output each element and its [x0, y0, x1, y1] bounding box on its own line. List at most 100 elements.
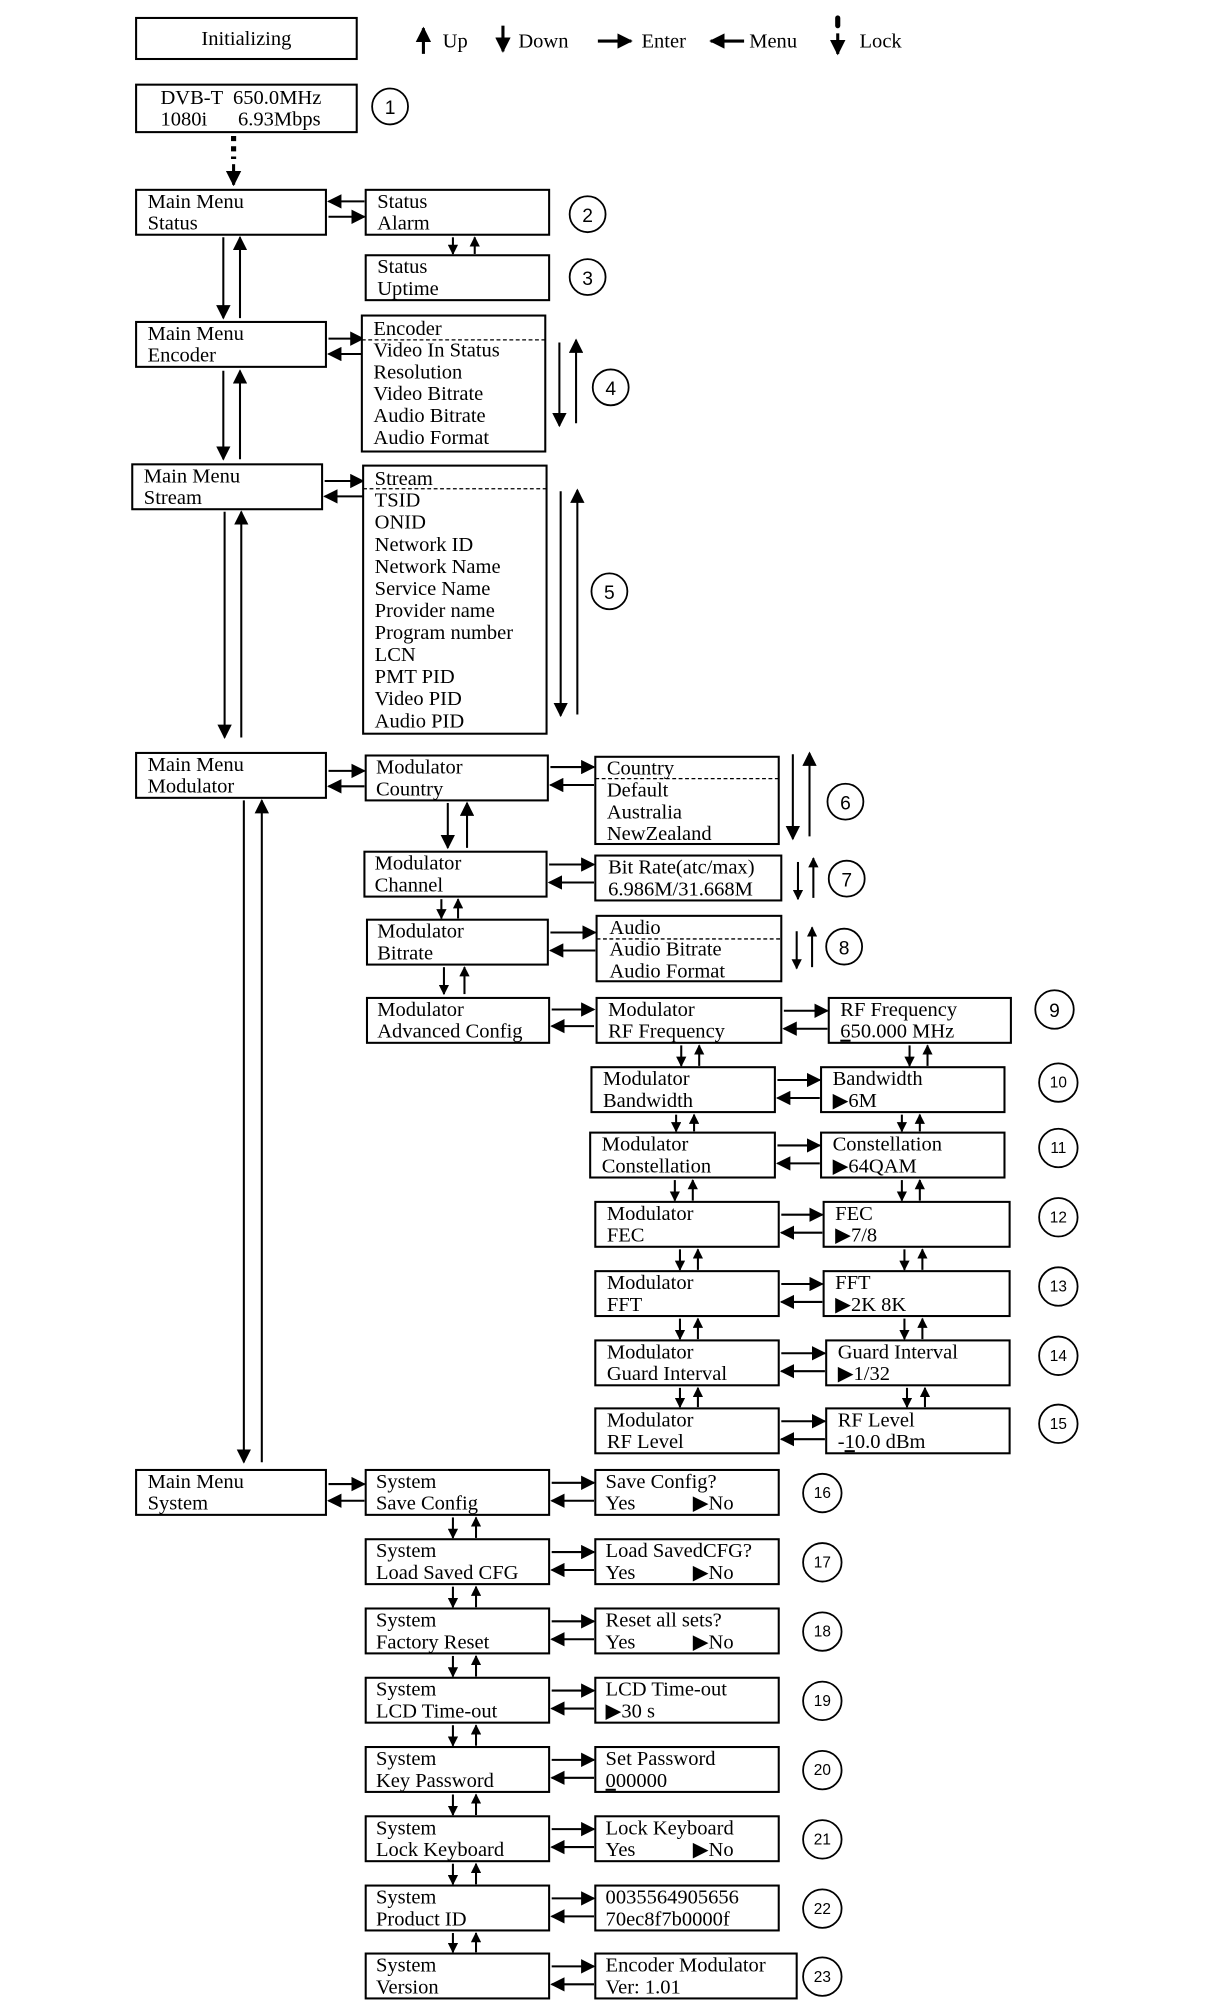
- option-left: Yes: [606, 1562, 636, 1584]
- badge-17: 17: [814, 1554, 831, 1571]
- setting-title: Lock Keyboard: [606, 1817, 734, 1839]
- encoder-list-item: Video Bitrate: [373, 383, 483, 405]
- setting-value: ▶7/8: [835, 1225, 877, 1247]
- option-left: Ver: 1.01: [606, 1976, 681, 1998]
- badge-16: 16: [814, 1485, 831, 1502]
- system-value-screen[interactable]: Load SavedCFG?Yes ▶No: [594, 1538, 780, 1586]
- menu-line2: RF Level: [607, 1431, 684, 1453]
- stream-list-item: Program number: [375, 622, 514, 644]
- setting-value-screen[interactable]: Guard Interval▶1/32: [825, 1339, 1011, 1387]
- menu-line1: System: [376, 1540, 436, 1562]
- setting-title: 0035564905656: [606, 1887, 739, 1909]
- main-menu-modulator-line1: Main Menu: [148, 754, 244, 776]
- main-menu-stream[interactable]: Main Menu Stream: [131, 463, 324, 511]
- setting-value: -10.0 dBm: [838, 1431, 926, 1453]
- bitrate-list-item: Audio Format: [609, 960, 725, 982]
- main-menu-system-line2: System: [148, 1493, 208, 1515]
- setting-title: Load SavedCFG?: [606, 1540, 752, 1562]
- badge-19: 19: [814, 1693, 831, 1710]
- modulator-country[interactable]: Modulator Country: [364, 754, 549, 802]
- setting-value-screen[interactable]: RF Level-10.0 dBm: [825, 1407, 1011, 1455]
- system-value-screen[interactable]: Reset all sets?Yes▶No: [594, 1607, 780, 1655]
- system-value-screen[interactable]: LCD Time-out▶30 s: [594, 1676, 780, 1724]
- main-menu-modulator-line2: Modulator: [148, 776, 235, 798]
- modulator-country-line2: Country: [376, 778, 444, 800]
- edit-cursor: 6: [840, 1021, 850, 1043]
- badge-2: 2: [582, 206, 593, 227]
- main-menu-system[interactable]: Main Menu System: [135, 1468, 327, 1516]
- menu-line1: Modulator: [602, 1134, 689, 1156]
- setting-value-screen[interactable]: Bandwidth▶6M: [820, 1066, 1006, 1114]
- main-menu-stream-line2: Stream: [144, 487, 202, 509]
- modulator-channel[interactable]: Modulator Channel: [363, 850, 548, 898]
- main-menu-modulator[interactable]: Main Menu Modulator: [135, 751, 327, 799]
- main-menu-status-line2: Status: [148, 213, 198, 235]
- bitrate-list-item: Audio Bitrate: [609, 939, 721, 961]
- option-right: ▶No: [693, 1562, 734, 1584]
- legend-lock-label: Lock: [860, 30, 903, 52]
- menu-line1: Modulator: [607, 1341, 694, 1363]
- modulator-bitrate[interactable]: Modulator Bitrate: [365, 918, 549, 966]
- main-menu-encoder[interactable]: Main Menu Encoder: [135, 320, 327, 368]
- legend-down-label: Down: [518, 30, 568, 52]
- encoder-list-item: Audio Bitrate: [373, 405, 485, 427]
- menu-line2: Lock Keyboard: [376, 1839, 504, 1861]
- status-alarm-line1: Status: [377, 191, 427, 213]
- setting-title: RF Frequency: [840, 999, 958, 1021]
- encoder-list-item: Video In Status: [373, 340, 499, 362]
- modulator-advanced-config[interactable]: Modulator Advanced Config: [365, 996, 551, 1044]
- setting-value-screen[interactable]: FEC▶7/8: [822, 1200, 1011, 1248]
- option-left: Yes: [606, 1839, 636, 1861]
- menu-line2: Key Password: [376, 1770, 494, 1792]
- badge-11: 11: [1050, 1140, 1066, 1157]
- setting-value-screen[interactable]: Constellation▶64QAM: [820, 1131, 1006, 1179]
- menu-line1: System: [376, 1471, 436, 1493]
- encoder-list-title: Encoder: [373, 318, 442, 340]
- main-menu-stream-line1: Main Menu: [144, 465, 240, 487]
- stream-list-item: Audio PID: [375, 710, 464, 732]
- status-alarm-screen[interactable]: Status Alarm 2: [364, 188, 607, 236]
- legend: Up Down Enter Menu Lock: [415, 15, 903, 56]
- badge-14: 14: [1050, 1348, 1068, 1365]
- country-list-item: NewZealand: [607, 823, 712, 845]
- setting-value-screen[interactable]: FFT▶2K 8K: [822, 1270, 1011, 1318]
- menu-line2: FEC: [607, 1225, 645, 1247]
- legend-menu-label: Menu: [749, 30, 797, 52]
- status-uptime-screen[interactable]: Status Uptime 3: [364, 254, 607, 302]
- main-menu-status[interactable]: Main Menu Status: [135, 188, 327, 236]
- status-screen-line1: DVB-T 650.0MHz: [160, 87, 321, 109]
- system-value-screen[interactable]: Save Config?Yes▶No: [594, 1468, 780, 1516]
- stream-list-item: LCN: [375, 644, 416, 666]
- channel-bitrate-screen: Bit Rate(atc/max) 6.986M/31.668M: [594, 854, 783, 902]
